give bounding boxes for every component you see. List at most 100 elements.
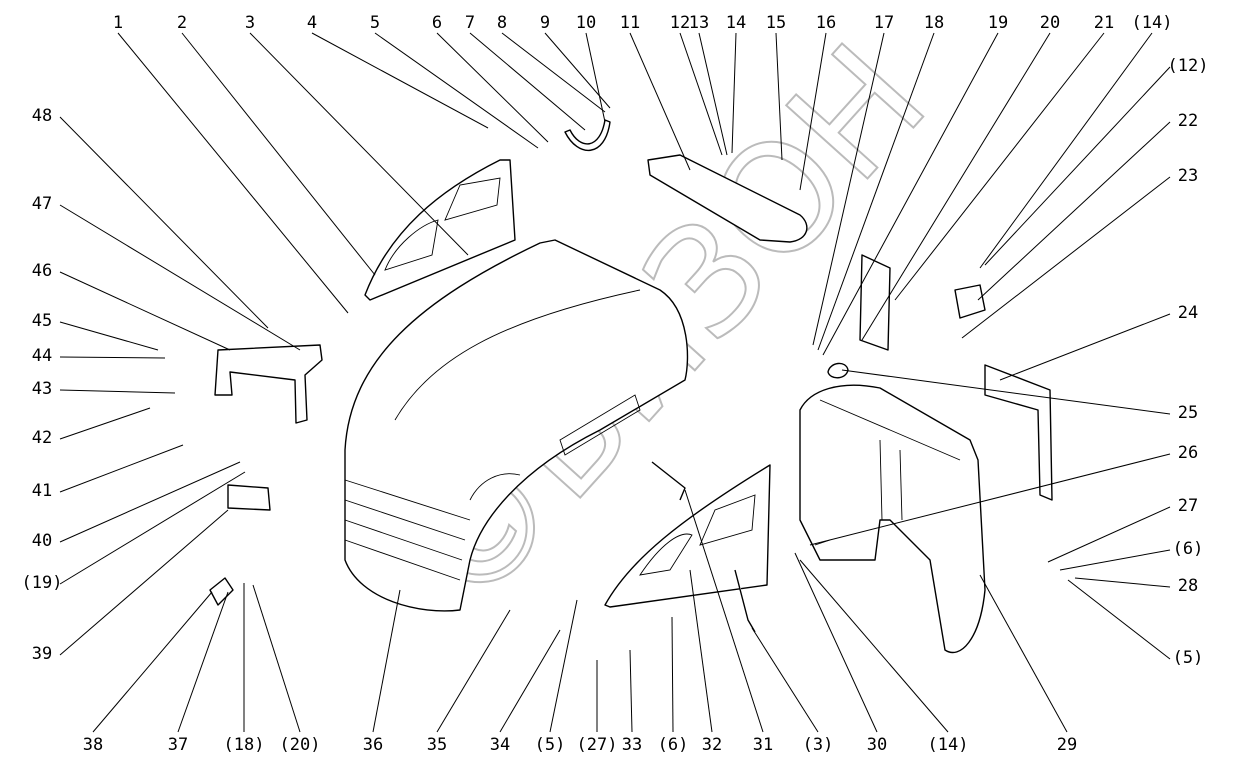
callout-label: 18 [924, 13, 944, 33]
leader-line [775, 32, 783, 161]
leader-line [59, 509, 229, 656]
callout-label: (6) [1173, 539, 1204, 559]
leader-line [59, 389, 176, 394]
leader-line [894, 32, 1105, 301]
leader-line [698, 32, 728, 156]
leader-line [59, 471, 246, 585]
callout-label: 4 [307, 13, 317, 33]
leader-line [689, 569, 713, 733]
leader-line [979, 574, 1068, 733]
leader-line [59, 356, 166, 359]
callout-label: 14 [726, 13, 746, 33]
strut-3 [734, 569, 756, 633]
callout-label: 33 [622, 735, 642, 755]
leader-line [252, 584, 301, 733]
leader-line [469, 32, 586, 131]
callout-label: 41 [32, 481, 52, 501]
leader-line [59, 116, 269, 329]
callout-label: 27 [1178, 496, 1198, 516]
callout-label: (12) [1168, 56, 1209, 76]
callout-label: (18) [224, 735, 265, 755]
callout-label: 23 [1178, 166, 1198, 186]
callout-label: 29 [1057, 735, 1077, 755]
callout-label: 19 [988, 13, 1008, 33]
leader-line [117, 32, 349, 314]
leader-line [812, 32, 885, 346]
callout-label: 34 [490, 735, 510, 755]
callout-label: 7 [465, 13, 475, 33]
callout-label: 13 [689, 13, 709, 33]
callout-label: (6) [658, 735, 689, 755]
callout-label: 11 [620, 13, 640, 33]
leader-line [59, 461, 241, 543]
hood [344, 239, 689, 612]
callout-label: 31 [753, 735, 773, 755]
callout-label: 9 [540, 13, 550, 33]
callout-label: 47 [32, 194, 52, 214]
leader-line [249, 32, 469, 256]
callout-label: 48 [32, 106, 52, 126]
leader-line [684, 489, 764, 733]
leader-line [679, 32, 723, 156]
leader-line [794, 552, 878, 733]
callout-label: 43 [32, 379, 52, 399]
grille-23 [954, 284, 986, 319]
bracket-46 [214, 344, 323, 424]
callout-label: 28 [1178, 576, 1198, 596]
callout-label: (3) [803, 735, 834, 755]
leader-line [436, 609, 511, 733]
leader-line [809, 453, 1171, 546]
leader-line [731, 32, 737, 154]
callout-label: 46 [32, 261, 52, 281]
callout-label: 25 [1178, 403, 1198, 423]
leader-line [59, 444, 184, 493]
callout-label: 38 [83, 735, 103, 755]
leader-line [861, 32, 1051, 341]
callout-label: 16 [816, 13, 836, 33]
callout-label: 26 [1178, 443, 1198, 463]
leader-line [799, 559, 949, 733]
leader-line [671, 616, 674, 733]
callout-label: (27) [577, 735, 618, 755]
handle-7 [564, 119, 611, 151]
leader-line [374, 32, 539, 149]
callout-label: 5 [370, 13, 380, 33]
leader-line [984, 66, 1171, 266]
leader-line [59, 407, 151, 440]
leader-line [822, 32, 999, 356]
callout-label: 15 [766, 13, 786, 33]
leader-line [751, 627, 819, 733]
rear-plate [984, 364, 1053, 501]
callout-label: (14) [928, 735, 969, 755]
leader-line [92, 591, 213, 733]
callout-label: 40 [32, 531, 52, 551]
leader-line [501, 32, 606, 113]
leader-line [629, 32, 691, 171]
leader-line [1074, 577, 1171, 588]
callout-label: 8 [497, 13, 507, 33]
callout-label: (5) [1173, 648, 1204, 668]
callout-label: 12 [670, 13, 690, 33]
leader-line [841, 369, 1171, 415]
side-plate [859, 254, 891, 351]
leader-line [799, 32, 827, 191]
callout-label: 17 [874, 13, 894, 33]
leader-line [977, 121, 1171, 301]
callout-label: 36 [363, 735, 383, 755]
leader-line [1047, 506, 1171, 563]
callout-label: 22 [1178, 111, 1198, 131]
leader-line [436, 32, 549, 143]
callout-label: 37 [168, 735, 188, 755]
callout-label: 30 [867, 735, 887, 755]
callout-label: (19) [22, 573, 63, 593]
leader-line [1067, 579, 1171, 660]
callout-label: 10 [576, 13, 596, 33]
callout-label: 45 [32, 311, 52, 331]
callout-label: 39 [32, 644, 52, 664]
right-side-panel [604, 464, 771, 608]
leader-line [59, 271, 231, 351]
leader-line [59, 321, 159, 351]
